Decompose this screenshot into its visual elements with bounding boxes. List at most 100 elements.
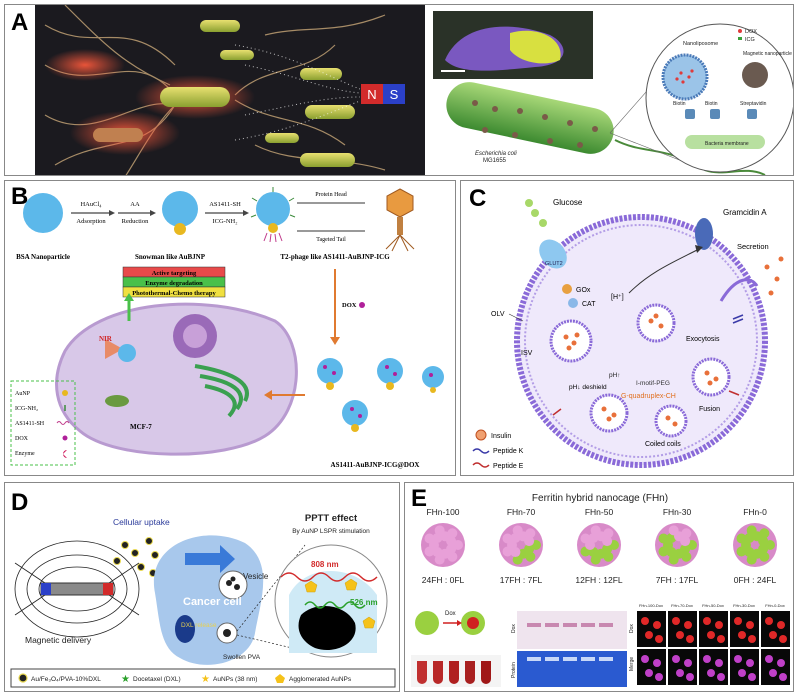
cage-subunit [447, 528, 458, 539]
cage-subunit [432, 532, 443, 543]
micro-col-label: FHn-0-Dox [765, 603, 785, 608]
cage-subunit [666, 532, 677, 543]
gramicidin-label: Gramcidin A [723, 208, 767, 217]
swollen-pva-label: Swollen PVA [223, 654, 261, 661]
step1-top: HAuCl₄ [80, 201, 102, 208]
gramicidin-channel [695, 218, 713, 250]
cage-subunit [446, 536, 457, 547]
cage-subunit [524, 536, 535, 547]
micro-cell [686, 635, 694, 643]
micro-col-label: FHn-70-Dox [671, 603, 693, 608]
nanoliposome [661, 53, 709, 101]
magnetic-delivery-label: Magnetic delivery [25, 635, 92, 645]
micro-cell [672, 617, 680, 625]
field-lines [234, 44, 361, 141]
micro-cell [734, 617, 742, 625]
micro-cell [779, 673, 787, 681]
panel-e-figure: Ferritin hybrid nanocage (FHn) FHn-10024… [411, 493, 790, 687]
magnet [361, 84, 405, 104]
snowman-aunp [174, 223, 186, 235]
star-icon: ★ [121, 674, 130, 685]
cage-name: FHn-70 [507, 507, 536, 517]
star-icon: ★ [201, 674, 210, 685]
micro-cell [765, 617, 773, 625]
biotin-left-label: Biotin [673, 101, 686, 107]
coiled-label: Coiled coils [645, 441, 681, 448]
tagged-tail-label: Tageted Tail [316, 237, 346, 243]
gel-dox-label: Dox [511, 624, 517, 633]
flow-arrow [628, 248, 700, 294]
cage-subunit [736, 533, 747, 544]
cage-empty [415, 611, 439, 635]
enzyme-degradation-label: Enzyme degradation [145, 280, 203, 287]
panel-d-label: D [11, 489, 29, 516]
t2-particle [256, 192, 290, 226]
cage-ratio: 0FH : 24FL [734, 575, 777, 585]
biotin-center-label: Biotin [705, 101, 718, 107]
bacteria-group [93, 20, 355, 167]
therapy-label: Photothermal-Chemo therapy [132, 290, 216, 297]
panel-b-figure: HAuCl₄ Adsorption AA Reduction AS1411-SH… [10, 187, 444, 469]
cage-subunit [510, 532, 521, 543]
micro-row-label: Dox [629, 624, 635, 633]
micro-cell [703, 655, 711, 663]
micro-cell [676, 631, 684, 639]
micro-cell [779, 635, 787, 643]
cage-subunit [658, 533, 669, 544]
micro-cell [703, 617, 711, 625]
ecoli-label: Escherichia coli [475, 151, 517, 157]
legend-enzyme: Enzyme [15, 451, 35, 457]
cage-ratio: 17FH : 7FL [500, 575, 543, 585]
cancer-cell-label: Cancer cell [183, 596, 242, 608]
uptake-arrow [185, 545, 235, 573]
bacteria-membrane [685, 135, 765, 149]
panel-b-label: B [11, 183, 29, 210]
dox-legend-dot [738, 29, 742, 33]
therapy-bar [122, 286, 226, 298]
glut2-label: GLUT2 [545, 261, 563, 267]
micro-cell [653, 621, 661, 629]
sem-liposome [510, 30, 561, 64]
bar-magnet [40, 582, 114, 596]
panel-b-legend [10, 380, 76, 466]
fusion-label: Fusion [699, 406, 720, 413]
olv-label: OLV [491, 311, 505, 318]
particle-in-cell [118, 344, 136, 362]
protein-head-label: Protein Head [315, 192, 347, 198]
micro-cell [645, 669, 653, 677]
loaded-particles [317, 358, 444, 432]
insulin-legend-icon [475, 429, 487, 441]
micro-cell [777, 659, 785, 667]
panel-c: Glucose GLUT2 Gramcidin A GOx CAT [H⁺] I… [460, 180, 794, 476]
cage-subunit [580, 533, 591, 544]
peptide-e-legend-icon [472, 462, 490, 468]
panel-b: HAuCl₄ Adsorption AA Reduction AS1411-SH… [4, 180, 456, 476]
step2-top: AA [130, 201, 140, 208]
nanoliposome-label: Nanoliposome [683, 41, 718, 47]
phage-tail [397, 217, 403, 235]
cage-name: FHn-100 [426, 507, 459, 517]
step3-bottom: ICG-NH₂ [212, 218, 237, 225]
legend-icg: ICG-NH₂ [15, 406, 38, 412]
dox-legend-label: DOX [745, 29, 757, 35]
gquad-label: G-quadruplex-CH [621, 393, 676, 400]
gox-label: GOx [576, 287, 591, 294]
olv-membrane [514, 214, 768, 468]
micro-cell [641, 617, 649, 625]
dox-arrow-label: DOX [342, 302, 357, 309]
cage-subunit [681, 528, 692, 539]
micro-cell [655, 635, 663, 643]
gox-enzyme [562, 284, 572, 294]
insulin-legend-label: Insulin [491, 433, 511, 440]
cat-label: CAT [582, 301, 596, 308]
micro-cell [769, 669, 777, 677]
micro-cell [684, 621, 692, 629]
micro-cell [748, 635, 756, 643]
strain-label: MG1655 [483, 158, 507, 164]
legend-agglomerated: Agglomerated AuNPs [289, 676, 352, 683]
micro-cell [686, 673, 694, 681]
dox-label: Dox [445, 611, 456, 617]
biotin-streptavidin [685, 109, 757, 119]
step1-bottom: Adsorption [76, 218, 106, 225]
